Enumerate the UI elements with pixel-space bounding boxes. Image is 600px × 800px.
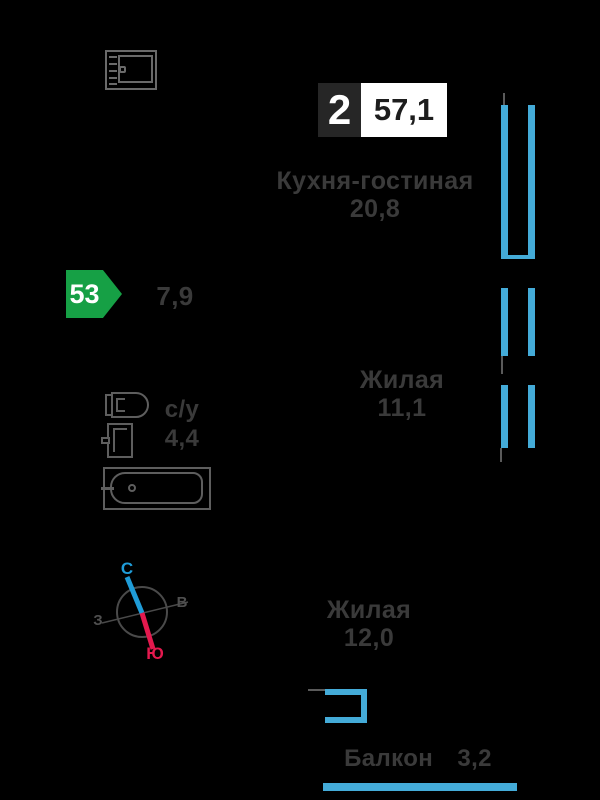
total-area: 57,1 — [361, 83, 447, 137]
room-name: Жилая — [326, 596, 412, 624]
washing-machine-icon — [105, 50, 157, 90]
room-name: Кухня-гостиная — [276, 167, 474, 195]
toilet-icon — [105, 392, 149, 418]
window-glazing — [528, 105, 535, 258]
room-label-balcony: Балкон 3,2 — [303, 745, 533, 773]
wall-segment — [308, 689, 325, 691]
window-glazing — [528, 288, 535, 356]
room-area: 3,2 — [457, 745, 492, 772]
wall-segment — [503, 93, 505, 106]
compass-north-label: С — [120, 559, 134, 578]
compass-south-label: Ю — [146, 644, 164, 663]
room-label-hall: 7,9 — [156, 281, 194, 311]
balcony-glazing — [325, 689, 367, 695]
room-label-kitchen: Кухня-гостиная 20,8 — [245, 167, 505, 223]
window-glazing — [501, 288, 508, 356]
bathtub-icon — [101, 467, 211, 510]
compass-rose-icon — [101, 576, 189, 650]
room-area: 4,4 — [164, 425, 200, 452]
room-area: 12,0 — [343, 624, 395, 652]
room-name: с/у — [164, 396, 200, 423]
room-area: 20,8 — [349, 195, 401, 223]
rooms-count: 2 — [318, 83, 361, 137]
room-name: Жилая — [359, 366, 445, 394]
apartment-badge: 2 57,1 — [318, 83, 447, 137]
window-glazing — [501, 105, 508, 258]
wall-segment — [500, 448, 502, 462]
balcony-glazing — [361, 689, 367, 723]
wall-segment — [501, 356, 503, 374]
window-glazing — [501, 385, 508, 448]
room-label-bathroom: с/у 4,4 — [132, 395, 232, 453]
room-label-living-2: Жилая 12,0 — [249, 596, 489, 652]
window-glazing — [528, 385, 535, 448]
sink-icon — [101, 423, 133, 458]
compass-west-label: З — [93, 612, 103, 629]
compass-east-label: В — [176, 594, 188, 611]
balcony-glazing — [325, 717, 367, 723]
balcony-rail — [323, 783, 517, 791]
room-label-living-1: Жилая 11,1 — [282, 366, 522, 422]
number-marker: 53 — [66, 270, 122, 318]
marker-value: 53 — [69, 278, 100, 309]
window-sill — [501, 255, 535, 259]
room-name: Балкон — [344, 745, 434, 772]
room-area: 11,1 — [377, 394, 427, 422]
